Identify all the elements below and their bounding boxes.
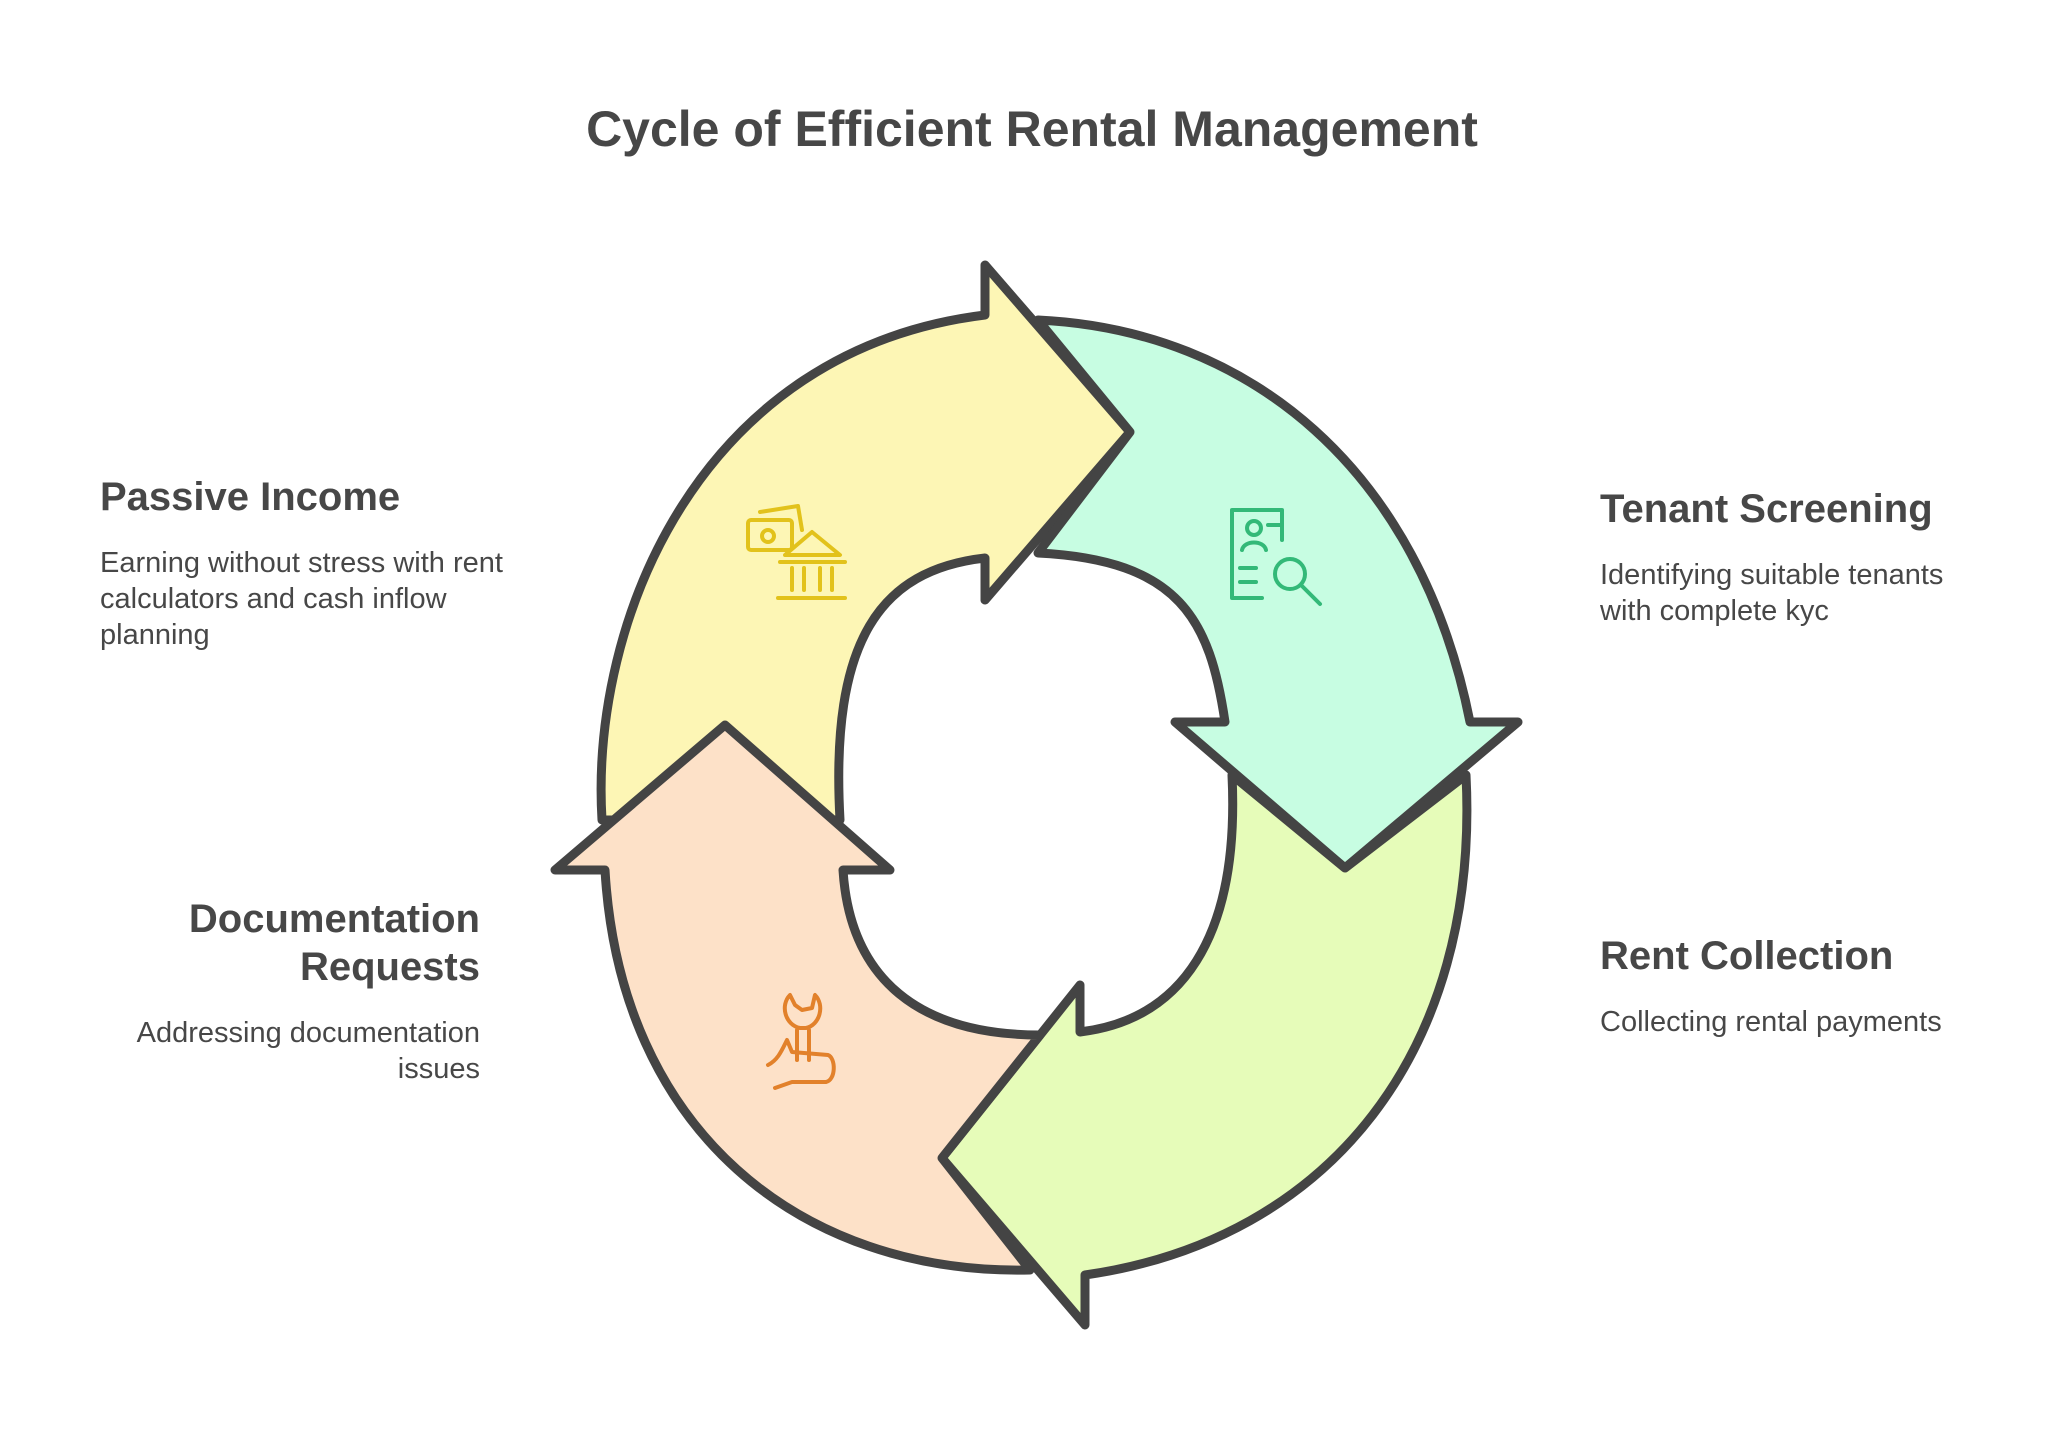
rent-collection-description: Collecting rental payments — [1600, 1006, 1942, 1038]
documentation-requests-description: Addressing documentation issues — [136, 1017, 480, 1085]
tenant-screening-label: Tenant Screening Identifying suitable te… — [1600, 485, 2000, 629]
money-bank-icon — [746, 504, 847, 600]
passive-income-description: Earning without stress with rent calcula… — [100, 547, 503, 651]
documentation-arrow — [550, 720, 1045, 1275]
wrench-hand-icon — [766, 993, 836, 1090]
profile-search-icon — [1230, 508, 1322, 606]
passive-income-arrow — [596, 260, 1135, 825]
tenant-screening-title: Tenant Screening — [1600, 487, 1933, 531]
documentation-requests-title: Documentation Requests — [188, 897, 480, 989]
tenant-screening-description: Identifying suitable tenants with comple… — [1600, 559, 1944, 627]
passive-income-title: Passive Income — [100, 475, 401, 519]
documentation-requests-label: Documentation Requests Addressing docume… — [80, 895, 480, 1087]
rent-collection-arrow — [937, 770, 1472, 1330]
rent-collection-title: Rent Collection — [1600, 934, 1894, 978]
rent-collection-label: Rent Collection Collecting rental paymen… — [1600, 932, 2000, 1040]
tenant-screening-arrow — [1033, 315, 1523, 873]
diagram-title: Cycle of Efficient Rental Management — [586, 101, 1478, 157]
passive-income-label: Passive Income Earning without stress wi… — [100, 473, 520, 653]
